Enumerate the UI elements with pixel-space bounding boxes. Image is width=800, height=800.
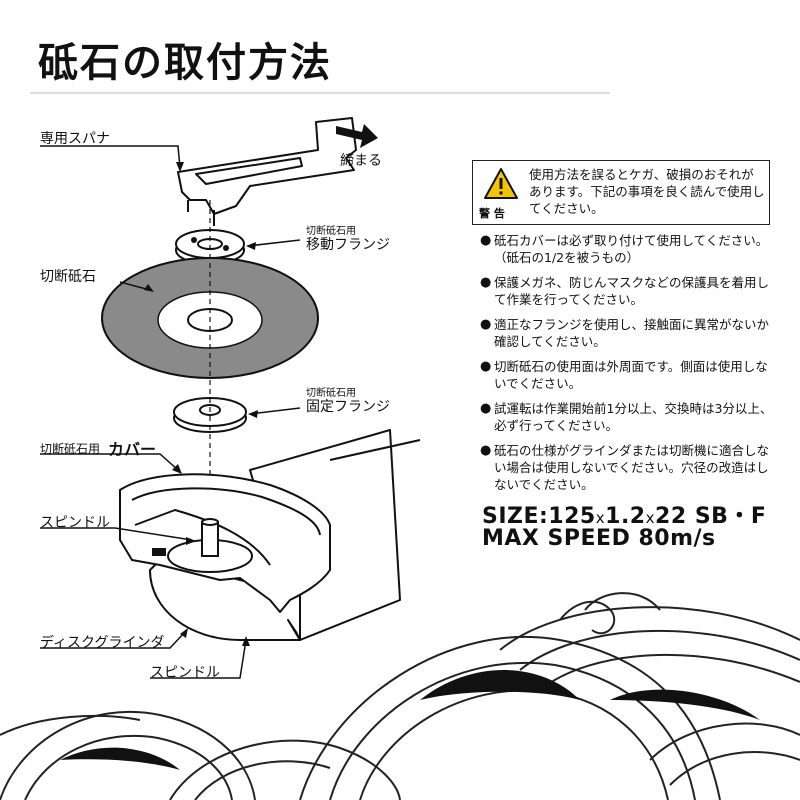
cover-label: カバー (108, 440, 157, 459)
list-item: ●砥石カバーは必ず取り付けて使用してください。（砥石の1/2を被うもの） (480, 232, 780, 266)
wave-pattern (0, 592, 800, 800)
list-item: ●保護メガネ、防じんマスクなどの保護具を着用して作業を行ってください。 (480, 274, 780, 308)
list-item-text: 砥石カバーは必ず取り付けて使用してください。（砥石の1/2を被うもの） (494, 233, 769, 265)
warning-label: 警 告 (479, 207, 505, 220)
tighten-arrow (336, 124, 378, 148)
warning-icon (483, 167, 523, 221)
cutting-wheel-label: 切断砥石 (40, 269, 96, 285)
diameter: 125 (548, 504, 596, 529)
caution-list: ●砥石カバーは必ず取り付けて使用してください。（砥石の1/2を被うもの） ●保護… (480, 232, 780, 501)
title-divider (30, 92, 610, 94)
list-item-text: 切断砥石の使用面は外周面です。側面は使用しないでください。 (494, 359, 768, 391)
list-item-text: 砥石の仕様がグラインダまたは切断機に適合しない場合は使用しないでください。穴径の… (494, 443, 770, 492)
bore: 22 (655, 504, 687, 529)
warning-text: 使用方法を誤るとケガ、破損のおそれがあります。下記の事項を良く読んで使用してくだ… (529, 167, 765, 216)
list-item-text: 試運転は作業開始前1分以上、交換時は3分以上、必ず行ってください。 (494, 401, 773, 433)
moving-flange-note: 切断砥石用 (306, 226, 356, 237)
cover-note: 切断砥石用 (40, 442, 101, 456)
list-item: ●適正なフランジを使用し、接触面に異常がないか確認してください。 (480, 316, 780, 350)
wrench-label: 専用スパナ (40, 131, 110, 147)
warning-box: 警 告 使用方法を誤るとケガ、破損のおそれがあります。下記の事項を良く読んで使用… (472, 160, 770, 225)
list-item: ●試運転は作業開始前1分以上、交換時は3分以上、必ず行ってください。 (480, 400, 780, 434)
list-item: ●切断砥石の使用面は外周面です。側面は使用しないでください。 (480, 358, 780, 392)
size-spec: SIZE:125x1.2x22 SB・F (482, 498, 766, 530)
spindle-label-top: スピンドル (40, 515, 110, 531)
leader-lines (40, 145, 301, 679)
thickness: 1.2 (605, 504, 646, 529)
max-speed: MAX SPEED 80m/s (482, 526, 716, 551)
list-item-text: 適正なフランジを使用し、接触面に異常がないか確認してください。 (494, 317, 770, 349)
list-item: ●砥石の仕様がグラインダまたは切断機に適合しない場合は使用しないでください。穴径… (480, 442, 780, 493)
code: SB・F (694, 504, 767, 529)
times-1: x (595, 509, 606, 527)
fixed-flange-label: 固定フランジ (306, 399, 390, 415)
page-title: 砥石の取付方法 (38, 40, 332, 86)
wrench (177, 117, 357, 215)
tighten-label: 締まる (340, 153, 382, 169)
arrow-heads (144, 162, 258, 646)
grinder-label: ディスクグラインダ (40, 635, 165, 651)
times-2: x (645, 509, 656, 527)
moving-flange-label: 移動フランジ (306, 237, 390, 253)
size-label: SIZE: (482, 504, 549, 529)
fixed-flange-note: 切断砥石用 (306, 388, 356, 399)
spindle-label-bottom: スピンドル (150, 665, 220, 681)
list-item-text: 保護メガネ、防じんマスクなどの保護具を着用して作業を行ってください。 (494, 275, 770, 307)
spindle (167, 518, 253, 573)
wave-fill (60, 670, 760, 770)
